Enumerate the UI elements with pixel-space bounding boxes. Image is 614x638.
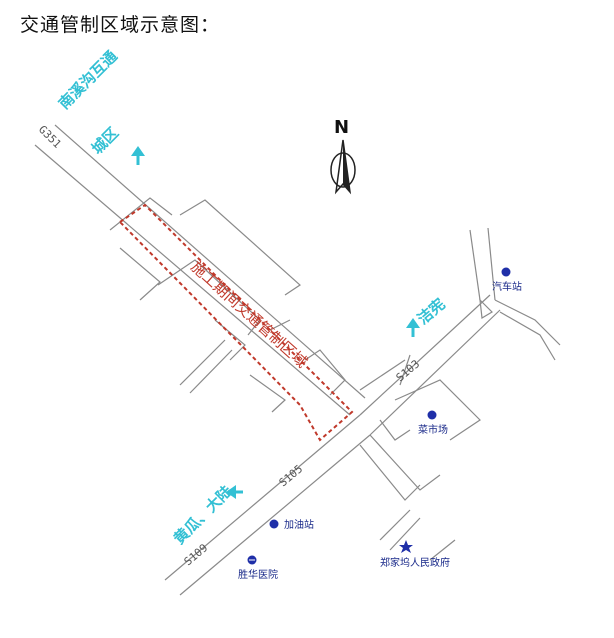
arrow-up-icon <box>406 318 420 337</box>
poi-label-bus-station: 汽车站 <box>492 280 522 293</box>
page-title: 交通管制区域示意图： <box>20 14 221 36</box>
road-label-g351: G351 <box>36 123 64 151</box>
hospital-marker-icon <box>247 555 257 565</box>
north-compass-icon: N <box>330 117 356 195</box>
traffic-control-zone <box>118 203 354 442</box>
direction-label-huanggua-dalu: 黄瓜、大陆 <box>170 482 236 548</box>
market-marker-icon <box>427 410 437 420</box>
direction-label-jiexian: 洁宪 <box>414 295 449 328</box>
bus-station-marker-icon <box>501 267 511 277</box>
direction-label-interchange: 南溪沟互通 <box>55 47 121 113</box>
poi-label-gas-station: 加油站 <box>284 518 314 531</box>
north-label: N <box>334 117 349 138</box>
road-s105-s103 <box>164 294 501 596</box>
direction-label-city: 城区 <box>88 124 122 158</box>
road-g351 <box>34 124 366 416</box>
buildings <box>109 197 346 413</box>
arrow-left-icon <box>226 485 243 499</box>
arrow-up-icon <box>131 146 145 165</box>
poi-label-government: 郑家坞人民政府 <box>380 556 450 569</box>
road-label-s105: S105 <box>277 462 306 489</box>
government-star-icon <box>399 540 413 553</box>
local-roads <box>359 354 481 561</box>
poi-label-hospital: 胜华医院 <box>238 568 278 581</box>
road-northeast <box>469 227 561 361</box>
gas-station-marker-icon <box>269 519 279 529</box>
poi-label-market: 菜市场 <box>418 423 448 436</box>
